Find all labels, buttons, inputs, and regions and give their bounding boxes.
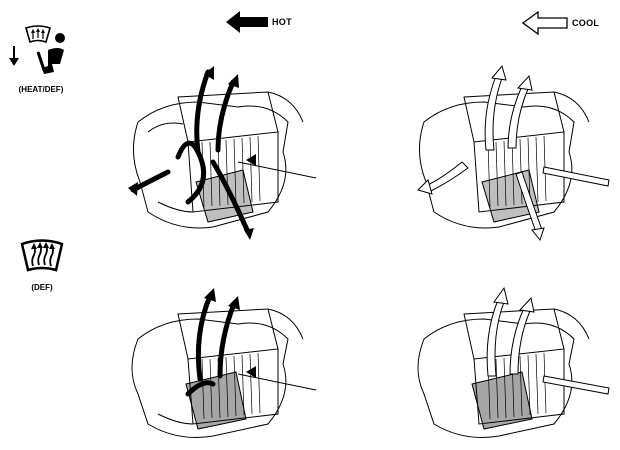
outline-left-arrow-icon — [522, 11, 568, 35]
heat-def-label: (HEAT/DEF) — [18, 85, 64, 94]
solid-left-arrow-icon — [226, 11, 268, 33]
windshield-defrost-icon — [20, 239, 64, 272]
heat-def-mode: (HEAT/DEF) — [6, 24, 76, 94]
def-mode: (DEF) — [12, 238, 72, 292]
heater-unit-diagram-cool-def — [417, 286, 610, 438]
seat-windshield-airflow-icon — [9, 25, 65, 74]
heater-unit-diagram-hot-heat-def — [128, 66, 317, 240]
hot-label: HOT — [272, 17, 292, 27]
cool-legend: COOL — [522, 11, 599, 35]
heater-unit-diagram-cool-heat-def — [417, 64, 610, 242]
heater-unit-diagram-hot-def — [131, 288, 317, 438]
cool-label: COOL — [572, 18, 600, 28]
def-label: (DEF) — [31, 283, 53, 292]
hot-legend: HOT — [226, 11, 292, 33]
